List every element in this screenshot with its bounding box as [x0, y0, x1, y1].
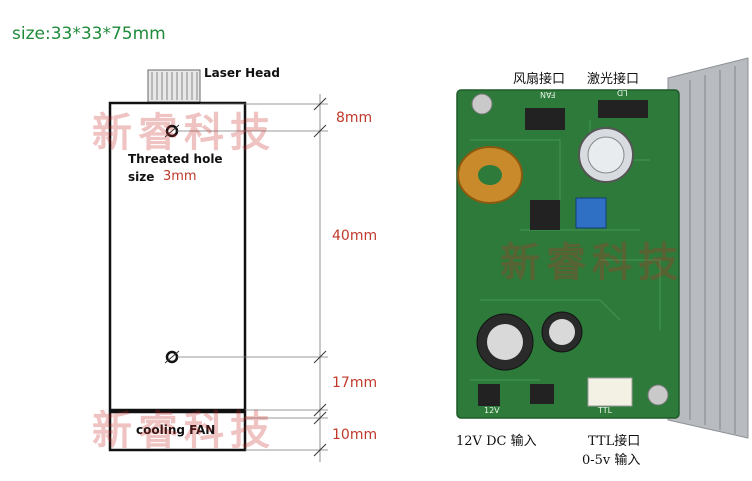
capacitor-right-top	[549, 319, 575, 345]
dimension-17mm: 17mm	[332, 375, 378, 391]
silk-ld-label: LD	[617, 88, 628, 97]
laser-head-knurl	[151, 72, 198, 100]
jumper-header	[530, 384, 554, 404]
capacitor-top-inner	[587, 136, 625, 174]
module-body-outline	[108, 101, 247, 412]
cooling-fan-outline	[108, 410, 247, 452]
dimension-ticks	[164, 97, 327, 457]
trimmer-pot	[575, 197, 607, 229]
threaded-hole-label: Threated hole	[128, 152, 223, 166]
ttl-interface-label: TTL接口	[588, 434, 641, 449]
dc-input-header	[478, 384, 500, 406]
dimension-8mm: 8mm	[336, 110, 373, 126]
size-title: size:33*33*75mm	[12, 24, 166, 44]
capacitor-left-top	[487, 324, 523, 360]
dimension-10mm: 10mm	[332, 427, 378, 443]
toroid-core	[478, 165, 502, 185]
silk-fan-label: FAN	[540, 90, 556, 99]
regulator-ic	[530, 200, 560, 230]
ld-header	[598, 100, 648, 118]
fan-header	[525, 108, 565, 130]
watermark-bottom: 新睿科技	[92, 407, 276, 454]
dimension-40mm: 40mm	[332, 228, 378, 244]
screw-bottom-right	[647, 384, 669, 406]
laser-head-label: Laser Head	[204, 66, 280, 80]
laser-connector-label: 激光接口	[587, 72, 640, 87]
extension-lines	[177, 103, 328, 451]
silk-ttl-label: TTL	[598, 406, 613, 415]
threaded-hole-size-label: size	[128, 170, 155, 184]
hole-size-value: 3mm	[163, 169, 197, 184]
ttl-input-label: 0-5v 输入	[582, 453, 641, 468]
dc-input-label: 12V DC 输入	[456, 434, 537, 449]
screw-top-left	[471, 93, 493, 115]
watermark-photo: 新睿科技	[500, 239, 684, 286]
silk-12v-label: 12V	[484, 406, 500, 415]
heatsink-fins	[689, 66, 736, 434]
ttl-connector	[587, 377, 633, 407]
fan-connector-label: 风扇接口	[513, 72, 566, 87]
watermark-top: 新睿科技	[92, 109, 276, 156]
cooling-fan-label: cooling FAN	[136, 423, 216, 437]
